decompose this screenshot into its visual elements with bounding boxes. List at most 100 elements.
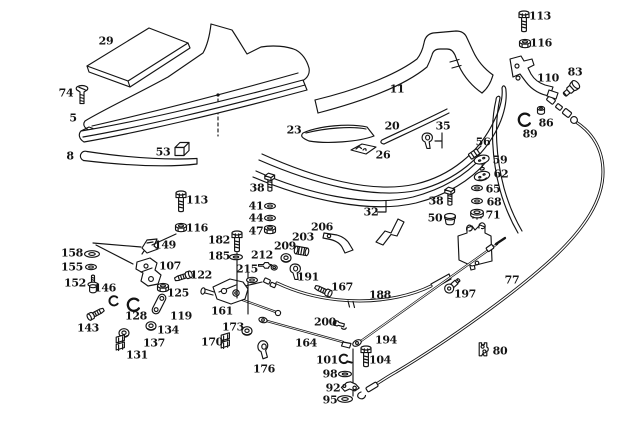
part-89-c-clip-icon: [517, 112, 531, 127]
strip-20: [380, 108, 450, 145]
part-label-5: 5: [69, 111, 77, 125]
lock-plate-bracket: [457, 222, 493, 271]
part-label-182: 182: [207, 233, 231, 247]
part-label-26: 26: [375, 148, 391, 162]
part-212-rod-end-icon: [257, 262, 278, 271]
part-label-215: 215: [235, 262, 259, 276]
part-label-47: 47: [248, 224, 264, 238]
seal-strip-32: [258, 85, 507, 194]
lid-frame-11: [314, 30, 494, 114]
part-label-212: 212: [250, 248, 274, 262]
part-71-nut-round-icon: [470, 208, 484, 220]
cable-end-fitting-bottom: [357, 381, 379, 400]
cable-188: [263, 273, 452, 309]
part-label-38: 38: [249, 181, 265, 195]
part-62-pad-icon: [472, 169, 492, 183]
rod-194: [352, 236, 507, 347]
part-label-11: 11: [389, 82, 405, 96]
part-label-89: 89: [522, 127, 538, 141]
part-label-8: 8: [66, 149, 74, 163]
part-101-c-ring2-icon: [338, 353, 353, 365]
molding-strip-5: [78, 79, 308, 143]
part-label-71: 71: [485, 208, 501, 222]
trim-panel-29: [86, 27, 191, 88]
part-label-149: 149: [153, 238, 177, 252]
clip-plate-26: [350, 143, 377, 155]
part-label-41: 41: [248, 199, 264, 213]
part-label-83: 83: [567, 65, 583, 79]
part-label-44: 44: [248, 211, 264, 225]
part-label-161: 161: [210, 304, 234, 318]
part-label-116: 116: [529, 36, 553, 50]
part-158-washer-big-icon: [84, 250, 100, 258]
part-44-washer-icon: [264, 214, 276, 222]
part-74-screw-flat-icon: [75, 84, 89, 105]
part-label-158: 158: [60, 246, 84, 260]
part-209-grommet-icon: [280, 253, 292, 263]
part-label-164: 164: [294, 336, 318, 350]
part-113-bolt-v-icon: [518, 10, 530, 33]
hinge-107: [135, 257, 162, 287]
part-38-bolt-square-icon: [444, 186, 456, 206]
part-label-77: 77: [504, 273, 520, 287]
part-155-washer-icon: [85, 263, 97, 271]
part-label-56: 56: [475, 135, 491, 149]
part-83-pin-bolt-icon: [560, 78, 582, 100]
part-label-113: 113: [185, 193, 209, 207]
part-label-185: 185: [207, 249, 231, 263]
part-label-95: 95: [322, 393, 338, 407]
part-label-170: 170: [200, 335, 224, 349]
part-label-110: 110: [536, 71, 560, 85]
part-label-191: 191: [296, 270, 320, 284]
part-label-59: 59: [492, 153, 508, 167]
part-176-hook-icon: [257, 340, 269, 360]
part-label-119: 119: [169, 309, 193, 323]
rod-164: [258, 316, 352, 349]
part-label-62: 62: [493, 167, 509, 181]
part-label-50: 50: [427, 211, 443, 225]
part-113-bolt-v-icon: [175, 190, 187, 213]
lever-206: [322, 232, 354, 254]
part-68-washer-icon: [471, 197, 483, 205]
part-182-bolt-v-icon: [231, 230, 243, 253]
flat-lever: [375, 218, 405, 246]
part-label-146: 146: [93, 281, 117, 295]
part-146-c-ring-icon: [108, 295, 119, 307]
part-80-cable-clamp-icon: [478, 342, 489, 357]
part-label-35: 35: [435, 119, 451, 133]
part-label-113: 113: [528, 9, 552, 23]
pivot-assembly-161: [200, 278, 282, 317]
part-label-104: 104: [368, 353, 392, 367]
part-label-167: 167: [330, 280, 354, 294]
part-label-29: 29: [98, 34, 114, 48]
guide-wire-right: [491, 95, 523, 234]
part-label-74: 74: [58, 86, 74, 100]
part-143-bolt-h-icon: [85, 305, 106, 322]
part-label-206: 206: [310, 220, 334, 234]
part-label-155: 155: [60, 260, 84, 274]
part-label-152: 152: [63, 276, 87, 290]
part-116-nut-icon: [518, 38, 532, 49]
bracket-110: [509, 55, 559, 100]
part-98-pad-oval-icon: [338, 370, 352, 378]
part-53-cube-icon: [174, 141, 190, 157]
part-label-209: 209: [273, 239, 297, 253]
edge-strip-8: [79, 150, 198, 167]
part-50-cap-nut-icon: [444, 212, 456, 226]
part-label-92: 92: [325, 381, 341, 395]
part-label-86: 86: [538, 116, 554, 130]
part-label-203: 203: [291, 230, 315, 244]
molding-strip-23: [301, 124, 375, 143]
part-35-u-clip-icon: [421, 132, 433, 149]
part-47-nut-icon: [263, 224, 277, 235]
bracket-149: [141, 238, 159, 255]
part-65-washer-icon: [471, 184, 483, 192]
part-95-washer-big-icon: [337, 395, 353, 403]
part-label-197: 197: [453, 287, 477, 301]
part-label-65: 65: [485, 182, 501, 196]
part-label-200: 200: [313, 315, 337, 329]
part-label-116: 116: [185, 221, 209, 235]
part-92-lever-sm-icon: [340, 381, 360, 392]
part-label-194: 194: [374, 333, 398, 347]
part-label-101: 101: [315, 353, 339, 367]
